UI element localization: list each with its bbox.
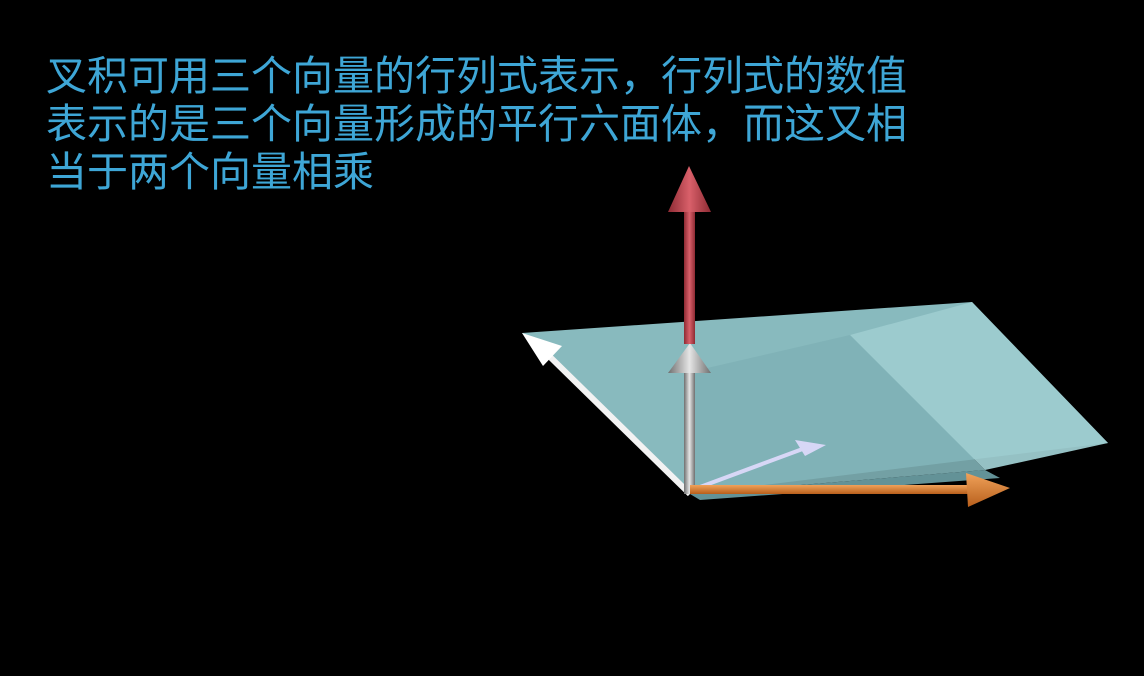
white-arrow bbox=[522, 333, 693, 497]
subtitle-caption: 叉积可用三个向量的行列式表示，行列式的数值 表示的是三个向量形成的平行六面体，而… bbox=[46, 52, 1106, 196]
caption-line-1: 叉积可用三个向量的行列式表示，行列式的数值 bbox=[46, 52, 907, 100]
caption-line-2: 表示的是三个向量形成的平行六面体，而这又相 bbox=[46, 100, 907, 148]
parallelepiped bbox=[522, 302, 1108, 500]
caption-line-3: 当于两个向量相乘 bbox=[46, 148, 374, 196]
orange-arrow bbox=[690, 473, 1010, 507]
parallelepiped-right-face bbox=[850, 302, 1108, 470]
purple-arrow bbox=[691, 440, 826, 492]
gray-arrow bbox=[668, 343, 711, 494]
red-arrow bbox=[668, 166, 711, 344]
parallelepiped-inner-face bbox=[690, 335, 985, 494]
